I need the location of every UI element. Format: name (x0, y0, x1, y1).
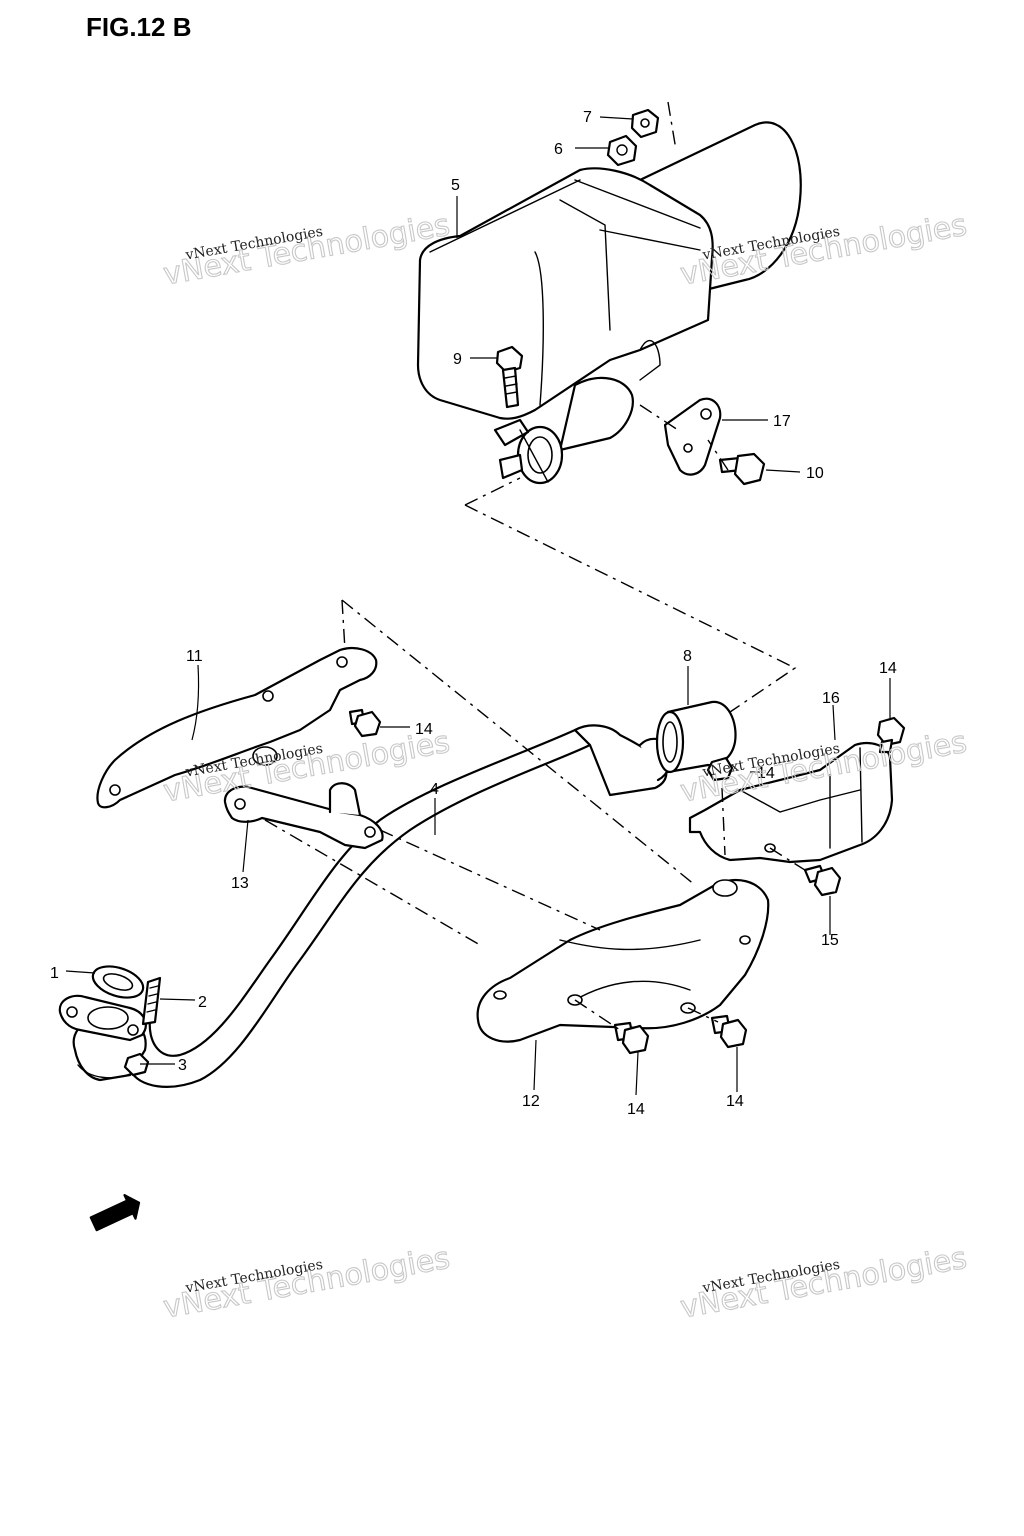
callout-16: 16 (822, 690, 840, 707)
bolt-10 (718, 452, 766, 486)
callout-2: 2 (198, 994, 207, 1011)
bolt-14-lower-left (613, 1021, 650, 1055)
callout-11: 11 (186, 648, 203, 665)
exhaust-gasket (91, 965, 145, 999)
nut-6 (606, 134, 638, 167)
callout-7: 7 (583, 109, 592, 126)
nut-7 (630, 108, 660, 139)
front-direction-arrow (89, 1194, 141, 1232)
callout-3: 3 (178, 1057, 187, 1074)
callout-4: 4 (430, 781, 439, 798)
muffler (416, 121, 802, 485)
callout-14: 14 (627, 1101, 645, 1118)
stud-bolt (141, 976, 162, 1026)
callout-5: 5 (451, 177, 460, 194)
callout-13: 13 (231, 875, 249, 892)
lower-heat-guard (476, 878, 770, 1043)
leader-lines (65, 116, 891, 1096)
bolt-14-top-right (876, 716, 906, 754)
pipe-bracket (96, 646, 378, 809)
callout-14: 14 (879, 660, 897, 677)
callout-8: 8 (683, 648, 692, 665)
callout-14: 14 (415, 721, 433, 738)
muffler-brace (663, 397, 722, 476)
assembly-lines (264, 101, 809, 1031)
bolt-15 (803, 864, 842, 897)
callout-14: 14 (726, 1093, 744, 1110)
bolt-9 (495, 345, 524, 409)
callout-9: 9 (453, 351, 462, 368)
exhaust-nut (123, 1052, 150, 1077)
callouts: 1 2 3 4 5 6 7 8 9 10 11 12 13 14 14 14 1… (50, 109, 897, 1118)
callout-10: 10 (806, 465, 824, 482)
callout-1: 1 (50, 965, 59, 982)
callout-17: 17 (773, 413, 791, 430)
hanger-bracket (223, 782, 384, 850)
bolt-14-lower-right (710, 1014, 748, 1049)
callout-15: 15 (821, 932, 839, 949)
bolt-14-bracket (348, 708, 382, 738)
callout-6: 6 (554, 141, 563, 158)
figure-title: FIG.12 B (86, 12, 191, 42)
bolt-14-guard (706, 756, 734, 782)
callout-12: 12 (522, 1093, 540, 1110)
callout-14: 14 (757, 765, 775, 782)
